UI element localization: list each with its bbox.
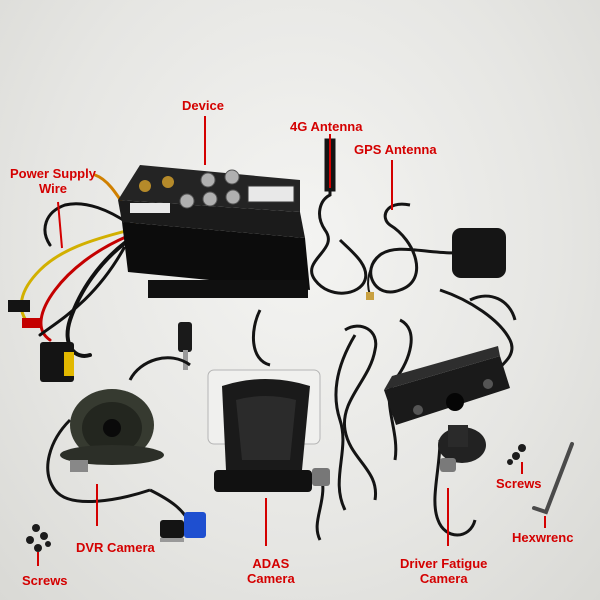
label-4g-antenna: 4G Antenna (290, 119, 363, 134)
label-device: Device (182, 98, 224, 113)
label-gps-antenna: GPS Antenna (354, 142, 437, 157)
screws-right (507, 444, 526, 465)
dvr-device (118, 165, 310, 298)
power-supply-wires (8, 173, 137, 382)
hexwrench (532, 442, 574, 515)
screws-left (26, 524, 51, 552)
label-power-supply-wire: Power Supply Wire (10, 166, 96, 196)
driver-fatigue-camera (384, 288, 517, 537)
gps-antenna (366, 202, 506, 300)
indicator-lines (37, 116, 546, 566)
label-hexwrench: Hexwrenc (512, 530, 574, 545)
dvr-camera (46, 356, 206, 542)
antenna-4g (310, 138, 368, 295)
label-adas-camera: ADAS Camera (247, 556, 295, 586)
label-dvr-camera: DVR Camera (76, 540, 155, 555)
label-driver-fatigue-camera: Driver Fatigue Camera (400, 556, 488, 586)
adas-camera (207, 309, 330, 541)
label-screws-right: Screws (496, 476, 542, 491)
key (178, 322, 192, 370)
label-screws-left: Screws (22, 573, 68, 588)
